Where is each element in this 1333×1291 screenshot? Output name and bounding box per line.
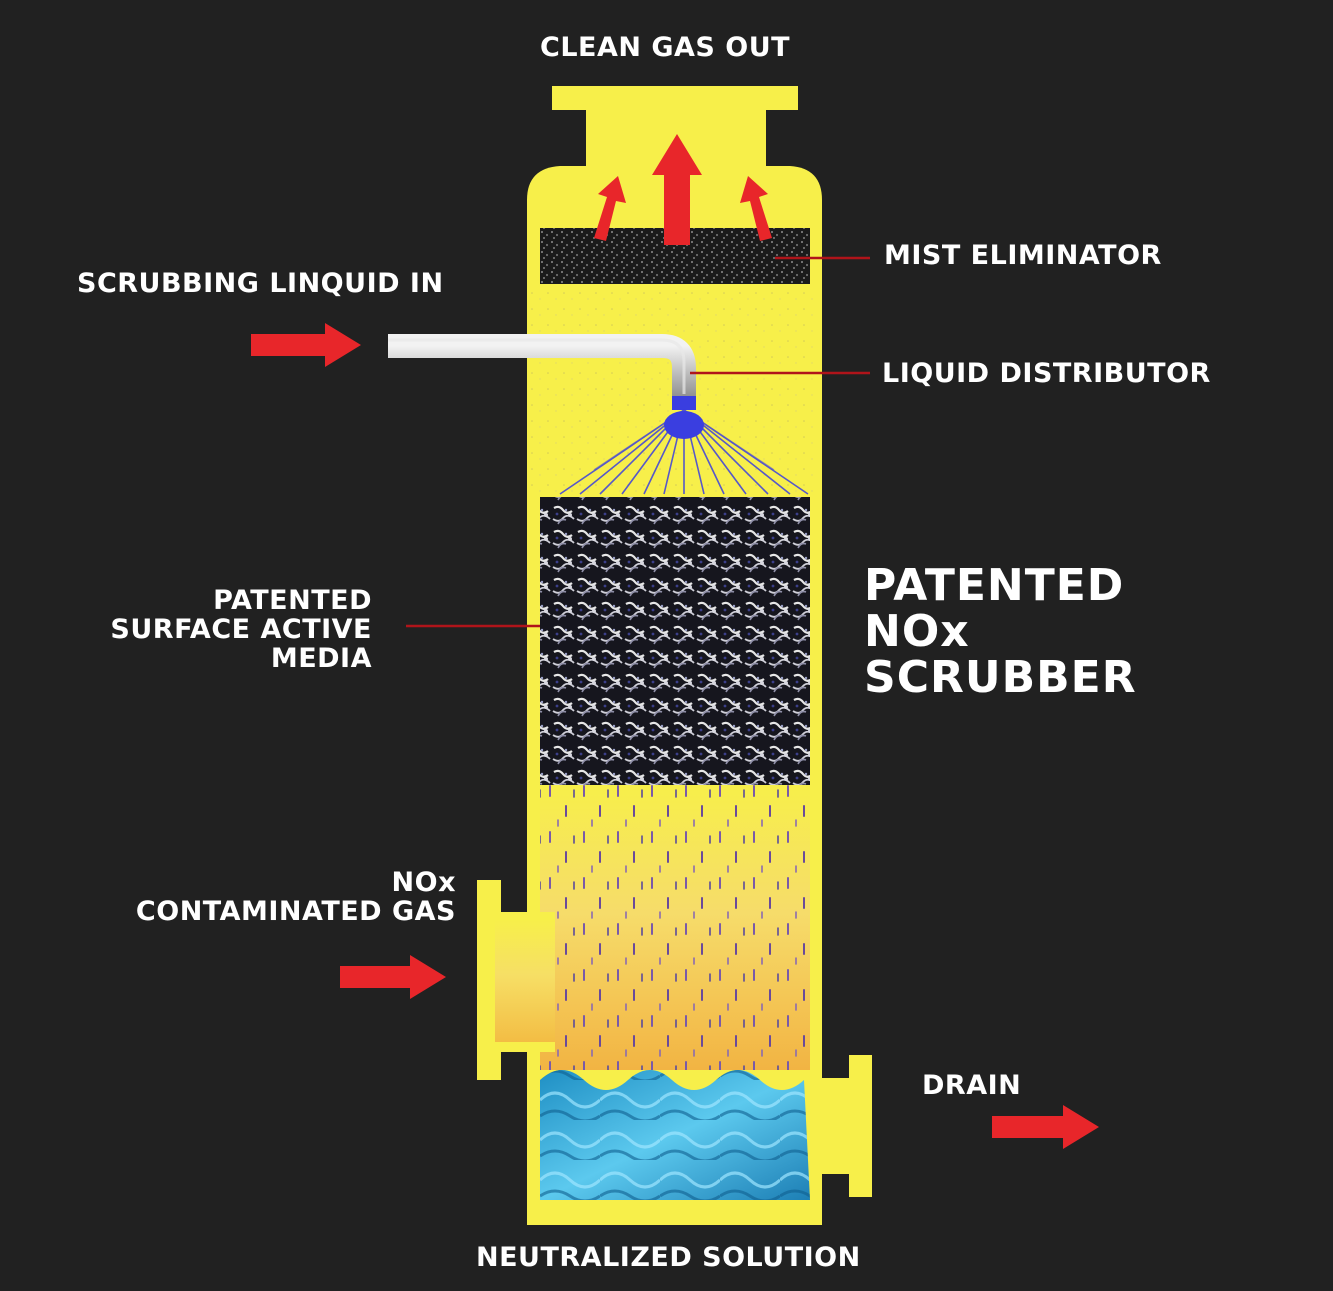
gas-out-arrow-right — [740, 176, 772, 241]
diagram-title: PATENTED NOx SCRUBBER — [864, 563, 1137, 701]
gas-out-arrow-center — [652, 134, 702, 245]
gas-line-1: NOx — [391, 867, 456, 898]
spray-nozzle — [664, 411, 704, 439]
gas-out-arrow-left — [594, 176, 626, 241]
surface-active-media — [540, 497, 810, 785]
title-line-1: PATENTED — [864, 560, 1125, 611]
title-line-3: SCRUBBER — [864, 652, 1137, 703]
label-mist-eliminator: MIST ELIMINATOR — [884, 240, 1162, 271]
flow-arrows — [251, 134, 1099, 1149]
media-line-3: MEDIA — [270, 643, 372, 674]
label-neutralized-solution: NEUTRALIZED SOLUTION — [476, 1242, 861, 1273]
drain-arrow — [992, 1105, 1099, 1149]
media-line-2: SURFACE ACTIVE — [110, 614, 372, 645]
neutralized-liquid — [540, 1070, 810, 1200]
label-clean-gas-out: CLEAN GAS OUT — [540, 32, 791, 63]
liquid-distributor-pipe — [388, 334, 696, 410]
gas-in-arrow — [340, 955, 446, 999]
gas-line-2: CONTAMINATED GAS — [135, 896, 456, 927]
media-line-1: PATENTED — [213, 585, 372, 616]
label-drain: DRAIN — [922, 1070, 1022, 1101]
title-line-2: NOx — [864, 606, 970, 657]
label-surface-active-media: PATENTED SURFACE ACTIVE MEDIA — [80, 586, 372, 673]
label-contaminated-gas: NOx CONTAMINATED GAS — [100, 868, 456, 926]
leader-lines — [406, 256, 870, 628]
label-scrubbing-liquid-in: SCRUBBING LINQUID IN — [77, 268, 444, 299]
liquid-in-arrow — [251, 323, 361, 367]
label-liquid-distributor: LIQUID DISTRIBUTOR — [882, 358, 1211, 389]
